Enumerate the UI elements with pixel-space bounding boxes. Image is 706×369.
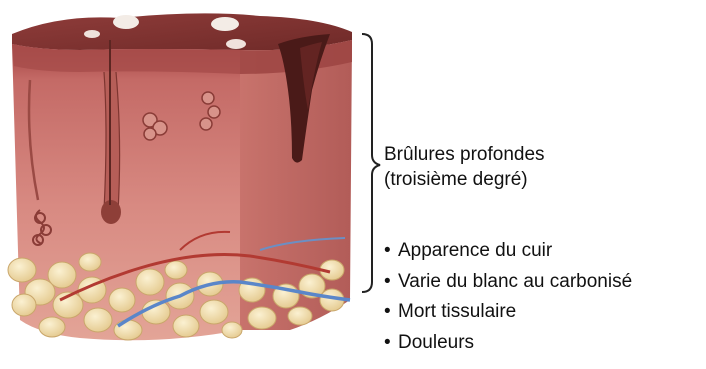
list-item-text: Douleurs (398, 332, 474, 353)
list-item: •Apparence du cuir (384, 240, 632, 262)
list-item-text: Mort tissulaire (398, 301, 516, 322)
bullet-icon: • (384, 240, 398, 262)
blister (84, 30, 100, 38)
list-item: •Mort tissulaire (384, 301, 632, 323)
characteristics-list: •Apparence du cuir •Varie du blanc au ca… (384, 240, 632, 362)
list-item: •Varie du blanc au carbonisé (384, 271, 632, 293)
list-item: •Douleurs (384, 332, 632, 354)
blister (226, 39, 246, 49)
blister (113, 15, 139, 29)
layer-bracket (362, 34, 380, 292)
bullet-icon: • (384, 271, 398, 293)
hair-follicle (104, 72, 120, 218)
list-item-text: Apparence du cuir (398, 240, 552, 261)
list-item-text: Varie du blanc au carbonisé (398, 271, 632, 292)
burn-degree-subtitle: (troisième degré) (384, 169, 528, 191)
blister (211, 17, 239, 31)
bullet-icon: • (384, 332, 398, 354)
burn-type-title: Brûlures profondes (384, 144, 545, 166)
bullet-icon: • (384, 301, 398, 323)
